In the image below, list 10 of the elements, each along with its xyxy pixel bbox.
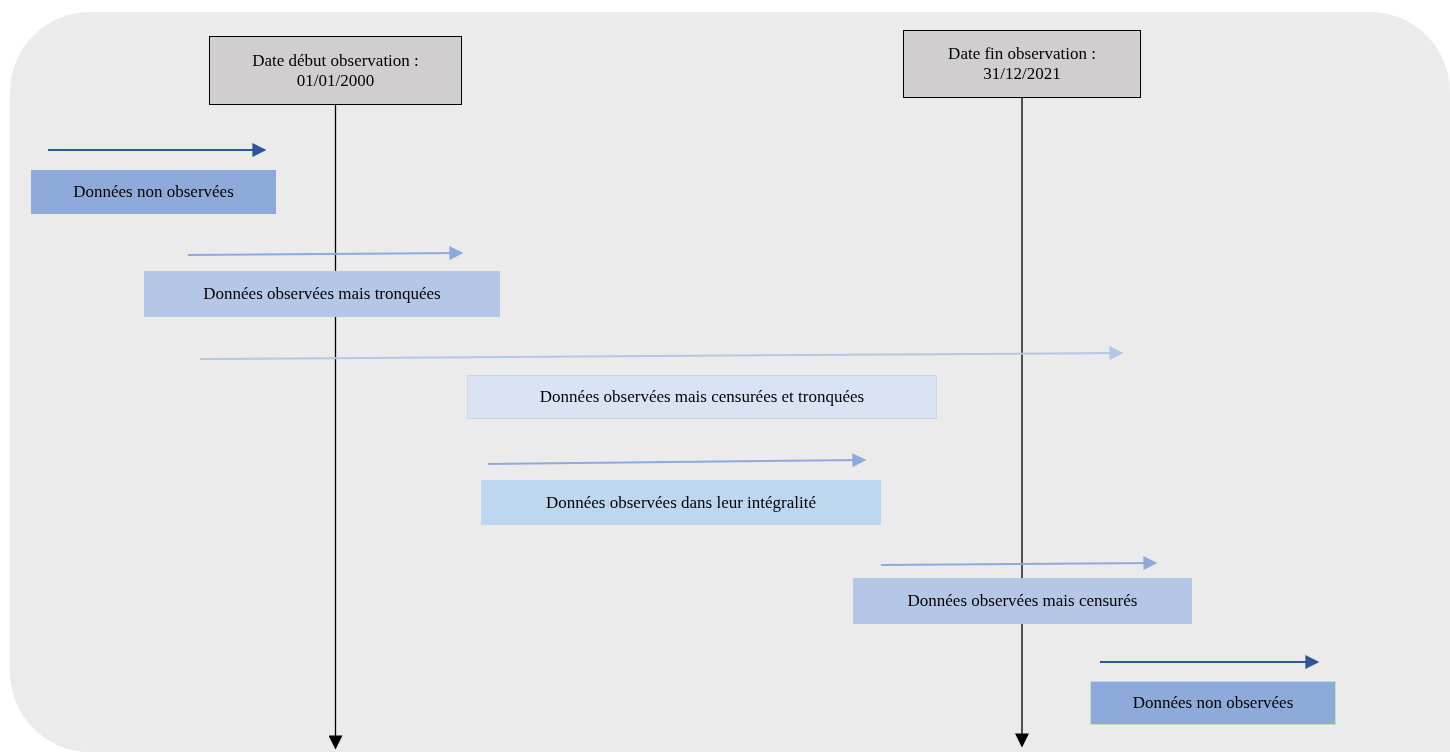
category-box: Données observées mais tronquées [144, 271, 500, 317]
date-box: Date fin observation : 31/12/2021 [903, 30, 1141, 98]
timeline-arrow [328, 104, 343, 750]
category-box: Données non observées [31, 170, 276, 214]
category-box: Données observées mais censurés [853, 578, 1192, 624]
date-box: Date début observation : 01/01/2000 [209, 36, 462, 105]
category-box: Données observées mais censurées et tronquées [467, 375, 937, 419]
timeline-arrow [1015, 97, 1029, 748]
category-box: Données non observées [1090, 681, 1336, 725]
category-box: Données observées dans leur intégralité [481, 480, 881, 525]
